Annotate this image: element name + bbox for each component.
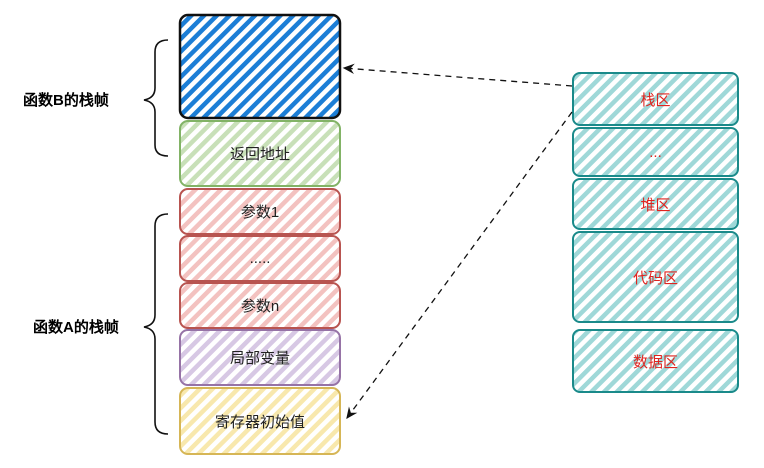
param-ellipsis-box: [179, 235, 341, 282]
code-area: 代码区: [573, 232, 738, 322]
param-ellipsis-label: .....: [249, 250, 271, 267]
register-init-box: [179, 387, 341, 455]
code-area-label: 代码区: [632, 269, 678, 287]
stack-area-label: 栈区: [640, 91, 671, 109]
data-area-label: 数据区: [632, 353, 678, 371]
param-n-label: 参数n: [240, 298, 280, 315]
register-init-label: 寄存器初始值: [214, 413, 305, 431]
mem-ellipsis-box: [572, 127, 739, 177]
param-ellipsis: .....: [180, 236, 340, 281]
mem-ellipsis: ...: [573, 128, 738, 176]
arrow-to-register-init: [346, 111, 573, 420]
arrow-to-frame-b: [342, 63, 573, 87]
local-vars-label: 局部变量: [229, 350, 290, 367]
data-area-box: [572, 329, 739, 393]
param-1: 参数1: [180, 189, 340, 234]
frame-b-brace: [143, 39, 169, 157]
frame-a-label: 函数A的栈帧: [33, 319, 119, 336]
heap-area-box: [572, 178, 739, 230]
frame-b-block: [178, 13, 342, 120]
stack-area: 栈区: [573, 73, 738, 125]
param-1-box: [179, 188, 341, 235]
param-n: 参数n: [180, 283, 340, 328]
frame-b-label: 函数B的栈帧: [23, 92, 109, 109]
return-address: 返回地址: [180, 121, 340, 186]
local-vars-box: [179, 329, 341, 386]
stack-area-box: [572, 72, 739, 126]
register-init: 寄存器初始值: [180, 388, 340, 454]
heap-area-label: 堆区: [640, 196, 671, 214]
mem-ellipsis-label: ...: [649, 143, 662, 161]
param-n-box: [179, 282, 341, 329]
frame-a-brace: [143, 213, 169, 435]
code-area-box: [572, 231, 739, 323]
return-address-box: [179, 120, 341, 187]
heap-area: 堆区: [573, 179, 738, 229]
data-area: 数据区: [573, 330, 738, 392]
param-1-label: 参数1: [240, 204, 280, 221]
return-address-label: 返回地址: [229, 146, 290, 163]
local-vars: 局部变量: [180, 330, 340, 385]
